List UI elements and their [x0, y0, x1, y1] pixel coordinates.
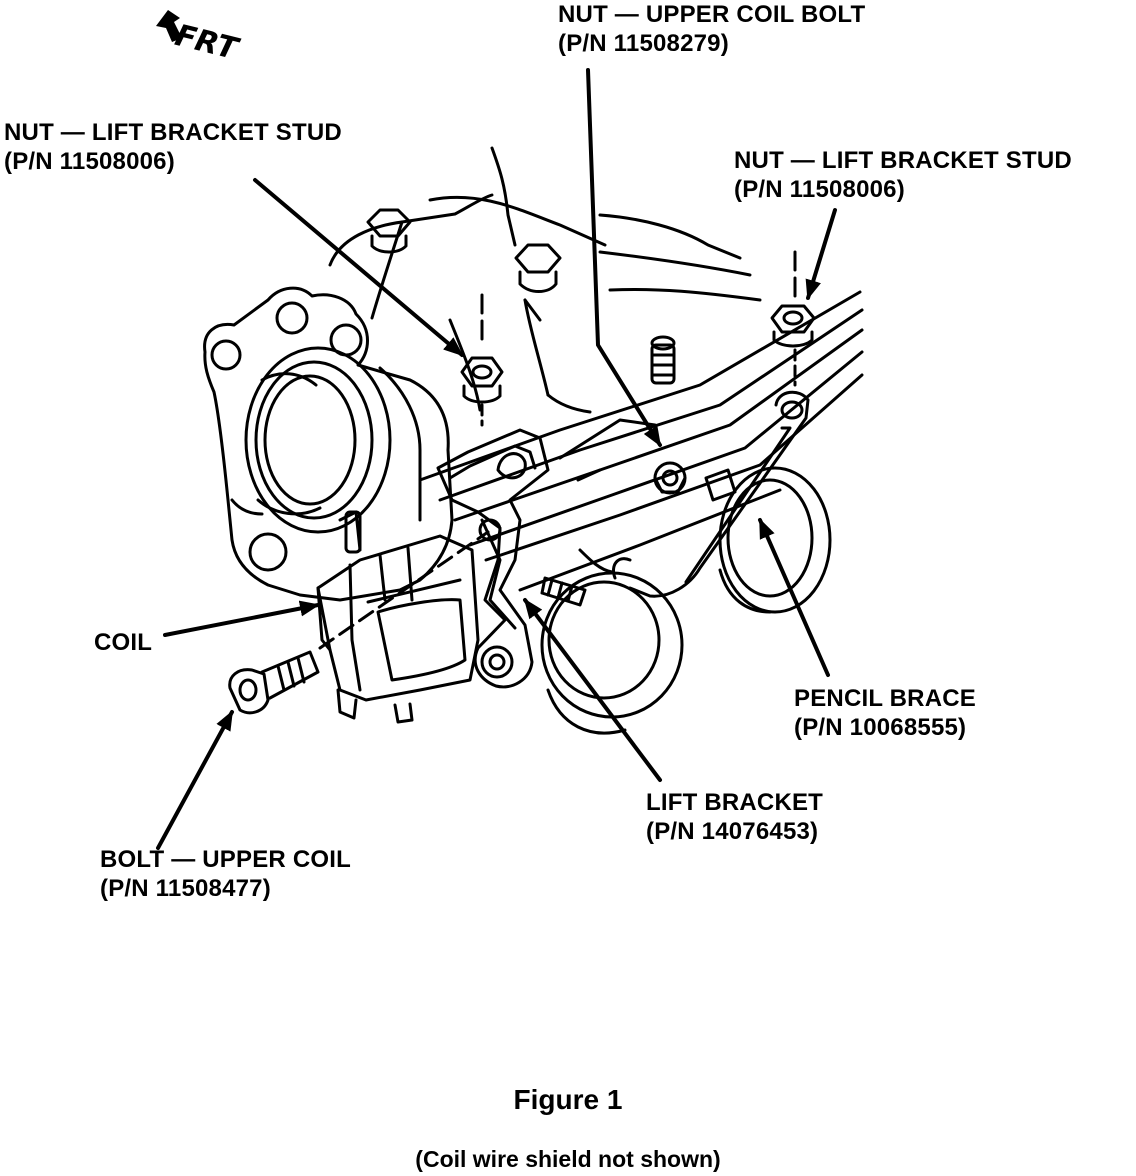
label-nut-lift-stud-right-pn: (P/N 11508006)	[734, 176, 905, 203]
leader-pencil-brace	[758, 518, 830, 677]
lift-bracket	[436, 428, 550, 689]
intake-runner-ports	[540, 466, 832, 735]
pencil-brace	[612, 390, 810, 598]
label-lift-bracket: LIFT BRACKET (P/N 14076453)	[646, 788, 823, 846]
lift-bracket-stud-nut-left	[460, 293, 504, 427]
label-coil-name: COIL	[94, 629, 153, 656]
lift-bracket-stud-nut-right	[770, 250, 816, 387]
label-coil: COIL	[94, 628, 152, 657]
leader-nut-lift-stud-right	[805, 208, 837, 300]
label-nut-lift-stud-left-pn: (P/N 11508006)	[4, 148, 175, 175]
leader-lift-bracket	[523, 598, 662, 782]
label-nut-upper-coil-bolt: NUT — UPPER COIL BOLT (P/N 11508279)	[558, 0, 865, 58]
front-direction-text: FRT	[171, 18, 241, 68]
upper-coil-bolt	[228, 530, 490, 715]
label-nut-upper-coil-bolt-name: NUT — UPPER COIL BOLT	[558, 1, 866, 28]
label-nut-lift-bracket-stud-right: NUT — LIFT BRACKET STUD (P/N 11508006)	[734, 146, 1072, 204]
manifold-stud	[650, 335, 676, 385]
front-direction-indicator: FRT	[150, 4, 270, 68]
label-bolt-upper-coil: BOLT — UPPER COIL (P/N 11508477)	[100, 845, 351, 903]
label-lift-bracket-name: LIFT BRACKET	[646, 789, 824, 816]
label-bolt-upper-coil-name: BOLT — UPPER COIL	[100, 846, 351, 873]
throttle-body	[203, 286, 454, 602]
leader-nut-lift-stud-left	[253, 178, 464, 357]
label-pencil-brace-pn: (P/N 10068555)	[794, 714, 967, 741]
front-direction-arrow-icon	[156, 10, 182, 42]
leader-nut-upper-coil-bolt	[586, 68, 662, 447]
figure-title: Figure 1	[513, 1084, 623, 1115]
label-nut-lift-stud-right-name: NUT — LIFT BRACKET STUD	[734, 147, 1072, 174]
leader-lines	[156, 68, 837, 850]
figure-note: (Coil wire shield not shown)	[415, 1146, 721, 1172]
label-lift-bracket-pn: (P/N 14076453)	[646, 818, 819, 845]
engine-block-outline	[328, 146, 762, 414]
upper-coil-bolt-nut	[653, 461, 687, 495]
label-pencil-brace-name: PENCIL BRACE	[794, 685, 976, 712]
intake-manifold-rail	[418, 290, 864, 592]
ignition-coil	[316, 510, 480, 724]
leader-coil	[163, 600, 320, 637]
manifold-stud-lower	[540, 468, 737, 607]
label-bolt-upper-coil-pn: (P/N 11508477)	[100, 875, 271, 902]
block-nut-center	[514, 243, 562, 322]
leader-bolt-upper-coil	[156, 710, 234, 850]
label-pencil-brace: PENCIL BRACE (P/N 10068555)	[794, 684, 976, 742]
label-nut-lift-bracket-stud-left: NUT — LIFT BRACKET STUD (P/N 11508006)	[4, 118, 342, 176]
block-nut-top	[366, 208, 412, 254]
label-nut-lift-stud-left-name: NUT — LIFT BRACKET STUD	[4, 119, 342, 146]
label-nut-upper-coil-bolt-pn: (P/N 11508279)	[558, 30, 729, 57]
